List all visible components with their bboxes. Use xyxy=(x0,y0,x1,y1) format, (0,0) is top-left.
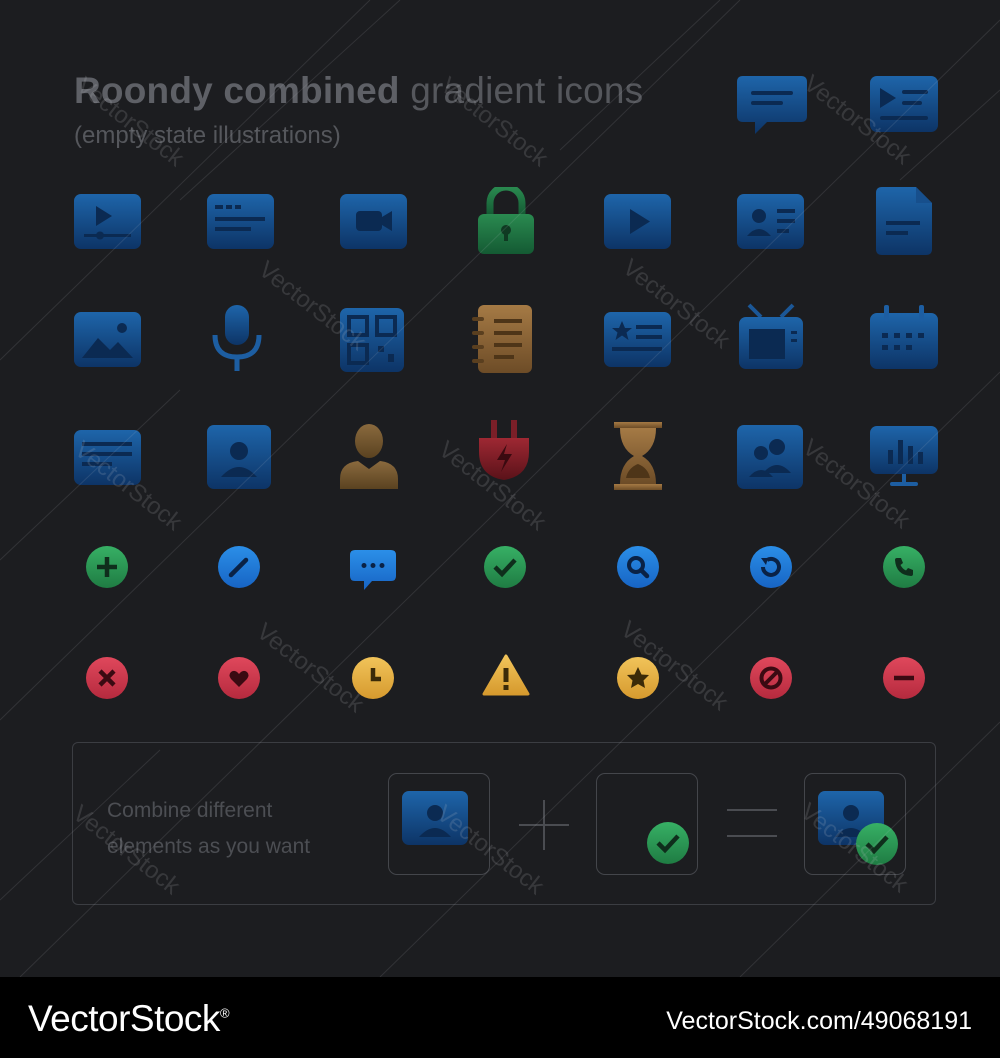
plus-badge-icon xyxy=(86,546,128,588)
combine-slot-base xyxy=(388,773,490,875)
plus-sign-icon xyxy=(519,800,569,850)
clock-badge-icon xyxy=(352,657,394,699)
id-card-icon xyxy=(402,791,468,845)
phone-badge-icon xyxy=(883,546,925,588)
warning-badge-icon xyxy=(482,654,530,696)
presentation-icon xyxy=(870,76,938,132)
combine-panel xyxy=(72,742,936,905)
chat-bubble-icon xyxy=(737,76,807,134)
tv-icon xyxy=(739,303,803,369)
heart-badge-icon xyxy=(218,657,260,699)
check-badge-icon xyxy=(856,823,898,865)
footer-logo[interactable]: VectorStock® xyxy=(28,998,230,1039)
featured-list-icon xyxy=(604,312,671,367)
check-badge-icon xyxy=(484,546,526,588)
image-icon xyxy=(74,312,141,367)
minus-badge-icon xyxy=(883,657,925,699)
combine-text-line2: elements as you want xyxy=(107,835,311,858)
monitor-chart-icon xyxy=(870,426,938,486)
person-icon xyxy=(340,424,398,489)
document-icon xyxy=(876,187,932,255)
plug-icon xyxy=(479,420,529,480)
illustration-canvas: Roondy combined gradient icons (empty st… xyxy=(0,0,1000,977)
id-card-icon xyxy=(737,194,804,249)
block-badge-icon xyxy=(750,657,792,699)
close-badge-icon xyxy=(86,657,128,699)
video-player-icon xyxy=(74,194,141,249)
footer-bar xyxy=(0,977,1000,1058)
pencil-badge-icon xyxy=(218,546,260,588)
padlock-icon xyxy=(478,187,534,254)
combine-text-line1: Combine different xyxy=(107,799,273,822)
combine-slot-badge xyxy=(596,773,698,875)
text-card-icon xyxy=(207,194,274,249)
equals-sign-icon xyxy=(727,809,777,837)
page-title: Roondy combined gradient icons xyxy=(74,70,644,111)
play-button-icon xyxy=(604,194,671,249)
calendar-icon xyxy=(870,305,938,369)
combine-slot-result xyxy=(804,773,906,875)
star-badge-icon xyxy=(617,657,659,699)
notebook-icon xyxy=(472,305,532,373)
microphone-icon xyxy=(212,305,262,371)
combine-description: Combine different elements as you want xyxy=(107,793,367,865)
registered-mark: ® xyxy=(219,1005,230,1021)
video-camera-icon xyxy=(340,194,407,249)
refresh-badge-icon xyxy=(750,546,792,588)
hourglass-icon xyxy=(614,422,662,490)
search-badge-icon xyxy=(617,546,659,588)
page-subtitle: (empty state illustrations) xyxy=(74,122,341,149)
user-profile-icon xyxy=(207,425,271,489)
footer-url[interactable]: VectorStock.com/49068191 xyxy=(666,1007,972,1035)
users-icon xyxy=(737,425,803,489)
qr-code-icon xyxy=(340,308,404,372)
check-badge-icon xyxy=(647,822,689,864)
document-list-icon xyxy=(74,430,141,485)
chat-badge-icon xyxy=(350,550,396,590)
